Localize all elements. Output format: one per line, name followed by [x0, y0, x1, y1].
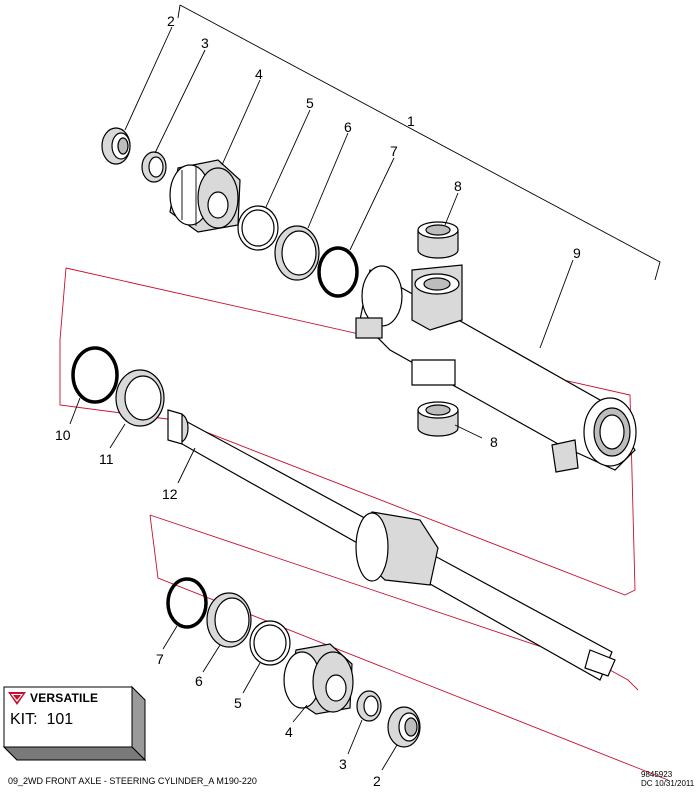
callout-2-bottom: 2: [373, 773, 381, 789]
kit-number-line: KIT: 101: [10, 711, 73, 729]
kit-box-block: [2, 685, 147, 762]
callout-4-top: 4: [255, 66, 263, 82]
callout-6-top: 6: [344, 119, 352, 135]
part-4-gland-top: [169, 159, 241, 233]
callout-7-top: 7: [390, 143, 398, 159]
callout-12: 12: [162, 486, 178, 502]
versatile-logo-mark-icon: [8, 691, 26, 705]
part-8-bushing-bottom: [417, 401, 459, 437]
part-9-cylinder-barrel: [355, 264, 637, 473]
callout-10: 10: [55, 427, 71, 443]
callout-5-bottom: 5: [234, 695, 242, 711]
part-2-rod-wiper-bottom: [387, 706, 421, 748]
kit-number: 101: [46, 711, 74, 728]
part-11-backup-ring: [115, 369, 165, 427]
callout-8-top: 8: [454, 178, 462, 194]
part-7-o-ring-bottom: [166, 577, 208, 629]
leader-lines: [69, 26, 574, 771]
part-6-backup-ring-bottom: [206, 592, 252, 648]
callout-6-bottom: 6: [195, 673, 203, 689]
versatile-logo: VERSATILE: [8, 690, 98, 706]
drawing-date: DC 10/31/2011: [641, 779, 695, 788]
callout-11: 11: [99, 451, 114, 467]
callout-7-bottom: 7: [156, 651, 164, 667]
red-reference-lines: [59, 267, 669, 781]
callout-3-bottom: 3: [339, 756, 347, 772]
callout-4-bottom: 4: [285, 724, 293, 740]
drawing-number: 9845923: [641, 770, 673, 779]
versatile-brand-text: VERSATILE: [30, 691, 99, 705]
part-3-seal-bottom: [356, 690, 382, 722]
assembly-bracket: [177, 4, 661, 281]
callout-5-top: 5: [306, 95, 314, 111]
callout-2-top: 2: [167, 13, 175, 29]
part-4-gland-bottom: [283, 643, 354, 715]
part-5-snap-ring-top: [237, 205, 279, 251]
part-10-o-ring: [71, 346, 119, 404]
kit-label: KIT:: [10, 711, 38, 728]
part-2-rod-wiper-top: [101, 127, 131, 165]
callout-9: 9: [573, 245, 581, 261]
part-7-o-ring-top: [317, 246, 359, 298]
callout-3-top: 3: [201, 35, 209, 51]
part-8-bushing-top: [417, 221, 459, 259]
part-6-backup-ring-top: [274, 225, 320, 281]
part-5-snap-ring-bottom: [249, 620, 291, 666]
part-3-seal-top: [141, 151, 167, 183]
callout-8-bottom: 8: [490, 434, 498, 450]
drawing-title: 09_2WD FRONT AXLE - STEERING CYLINDER_A …: [8, 776, 257, 786]
part-12-piston-rod: [167, 409, 616, 681]
callout-1: 1: [407, 113, 415, 129]
drawing-number-block: 9845923 DC 10/31/2011: [641, 770, 694, 788]
